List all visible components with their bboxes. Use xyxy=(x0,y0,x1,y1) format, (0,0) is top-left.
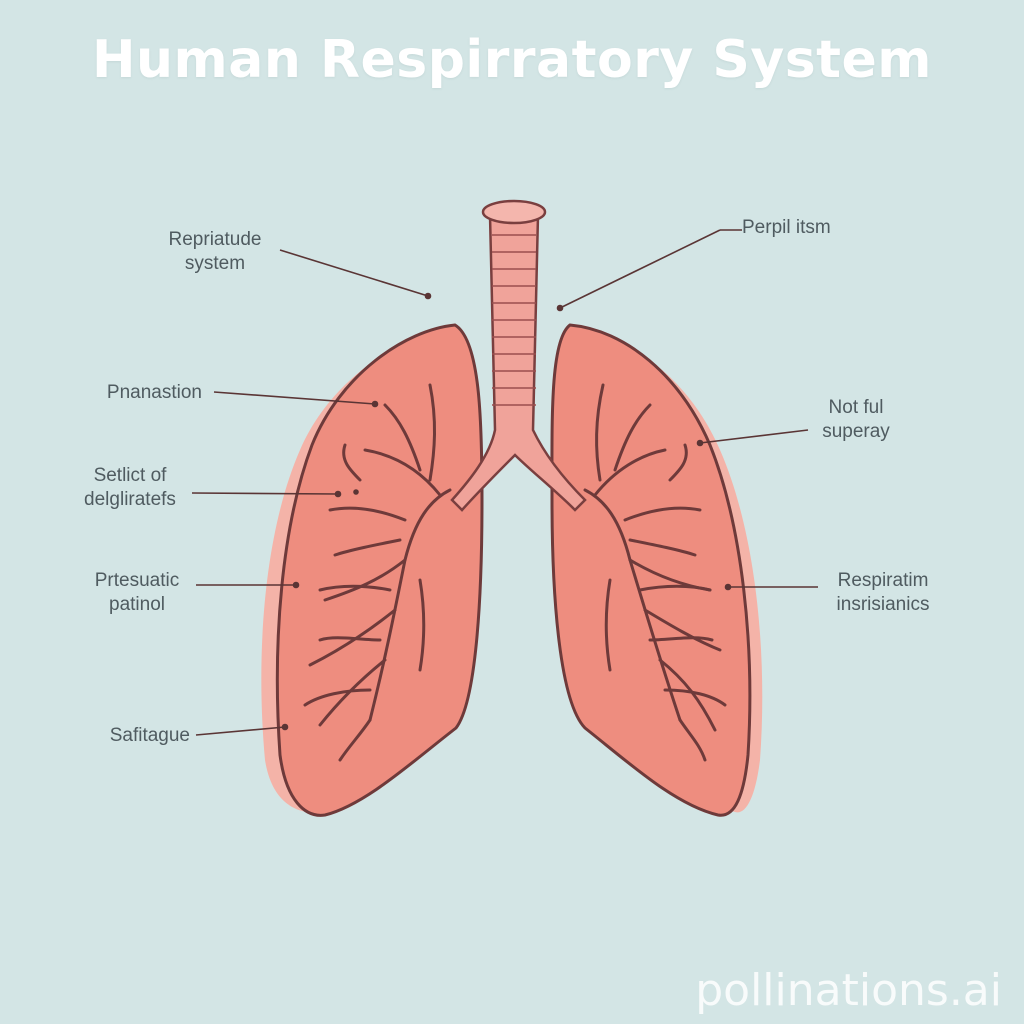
label-top-left: Repriatude system xyxy=(168,229,262,274)
label-left-4: Safitague xyxy=(109,725,190,746)
right-lung xyxy=(550,323,763,817)
label-left-1: Pnanastion xyxy=(106,382,202,403)
label-left-3: Prtesuatic patinol xyxy=(94,570,180,615)
label-left-2: Setlict of delgliratefs xyxy=(84,465,176,510)
trachea xyxy=(450,199,587,512)
label-top-right: Perpil itsm xyxy=(742,217,831,238)
watermark: pollinations.ai xyxy=(695,965,1002,1016)
diagram-title: Human Respirratory System xyxy=(92,30,932,90)
left-lung xyxy=(261,323,484,817)
label-right-1: Not ful superay xyxy=(822,397,890,442)
leader-lines xyxy=(191,229,818,736)
label-right-2: Respiratim insrisianics xyxy=(836,570,930,615)
